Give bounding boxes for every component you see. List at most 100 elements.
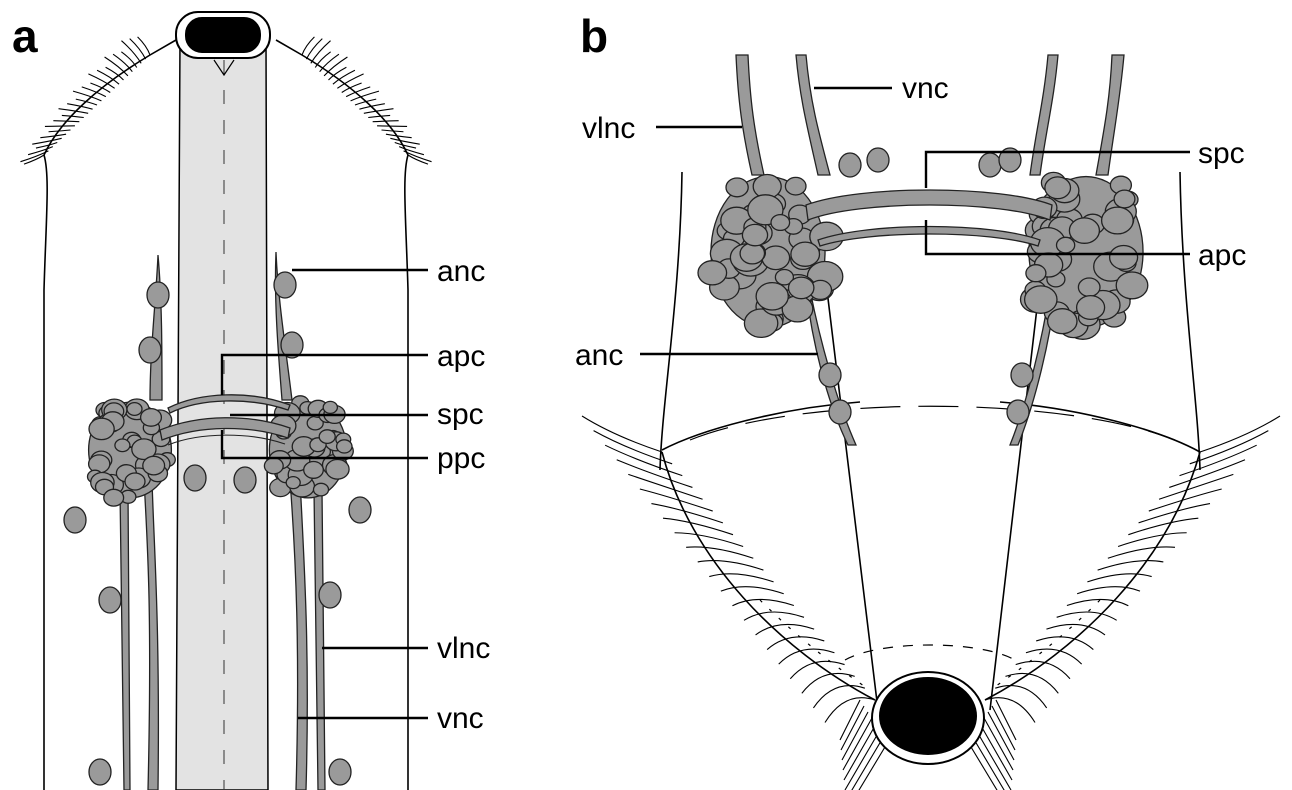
neuron-cell: [789, 277, 814, 299]
cilium: [399, 147, 424, 155]
panel-b-label-apc: apc: [1198, 239, 1246, 272]
cilium: [1128, 518, 1198, 535]
neuron-cell: [1026, 265, 1046, 282]
cilium: [968, 742, 1009, 790]
cilium: [721, 587, 784, 594]
cilium: [842, 712, 868, 760]
cilium: [582, 416, 662, 452]
cilium: [320, 54, 339, 71]
cilium: [59, 109, 89, 114]
cilium: [306, 39, 322, 60]
neuron-cell: [726, 178, 748, 197]
cilium: [988, 712, 1014, 760]
neuron-cell: [264, 458, 283, 474]
neuron-cell: [839, 153, 861, 177]
neuron-cell: [829, 400, 851, 424]
neuron-cell: [127, 403, 142, 416]
cilium: [390, 138, 419, 144]
neuron-cell: [143, 456, 165, 475]
panel-b: b vnc vlnc: [575, 10, 1280, 790]
cilium: [1190, 431, 1269, 464]
cilium: [377, 126, 407, 127]
cilium: [76, 99, 97, 105]
neuron-cell: [1102, 207, 1134, 234]
panel-b-pharynx-outline: [662, 282, 1200, 710]
panel-a: a: [12, 10, 490, 790]
panel-a-label-apc: apc: [437, 340, 485, 373]
cilium: [985, 698, 1035, 723]
cilium: [698, 561, 764, 571]
panel-b-spc: [806, 190, 1052, 220]
panel-b-vlnc-right: [1096, 55, 1124, 175]
neuron-cell: [819, 363, 841, 387]
neuron-cell: [184, 465, 206, 491]
cilium: [45, 126, 75, 127]
cilium: [368, 115, 390, 117]
cilium: [709, 574, 773, 582]
neuron-cell: [756, 283, 788, 310]
cilium: [847, 742, 888, 790]
cilium: [113, 54, 132, 71]
cilium: [845, 730, 880, 790]
cilium: [1180, 445, 1257, 475]
neuron-cell: [319, 430, 335, 444]
cilium: [651, 504, 722, 523]
cilium: [355, 99, 376, 105]
cilium: [1057, 612, 1117, 620]
panel-a-label-anc: anc: [437, 255, 485, 288]
neuron-cell: [234, 467, 256, 493]
cilium: [53, 121, 79, 122]
cilium: [992, 706, 1015, 750]
neuron-cell: [349, 497, 371, 523]
panel-a-label-spc: spc: [437, 398, 484, 431]
cilium: [844, 724, 876, 780]
panel-a-anc-left: [150, 255, 162, 400]
cilium: [324, 57, 347, 76]
neuron-cell: [1078, 278, 1100, 296]
neuron-cell: [771, 215, 790, 231]
cilium: [105, 57, 128, 76]
cilium: [1077, 587, 1140, 594]
neuron-cell: [1114, 190, 1135, 208]
cilium: [1046, 624, 1105, 634]
cilium: [605, 445, 682, 475]
neuron-cell: [791, 242, 820, 266]
neuron-cell: [274, 272, 296, 298]
neuron-cell: [326, 460, 349, 480]
cilium: [138, 37, 150, 55]
neuron-cell: [742, 224, 767, 245]
cilium: [1118, 533, 1187, 547]
neuron-cell: [89, 759, 111, 785]
neuron-cell: [1025, 286, 1057, 313]
cilium: [1087, 574, 1151, 582]
cilium: [364, 109, 394, 114]
neuron-cell: [1057, 237, 1075, 253]
cilium: [130, 39, 146, 60]
cilium: [1200, 416, 1280, 452]
neuron-cell: [304, 462, 324, 479]
panel-b-vnc-right: [1030, 55, 1058, 175]
cilium: [32, 138, 61, 144]
neuron-cell: [323, 401, 337, 413]
panel-b-vnc-left: [796, 55, 830, 175]
neuron-cell: [1077, 296, 1105, 320]
cilium: [756, 624, 815, 634]
neuron-cell: [1045, 177, 1071, 199]
cilium: [1098, 561, 1164, 571]
neuron-cell: [1011, 363, 1033, 387]
cilium: [28, 147, 53, 155]
neuron-cell: [762, 246, 790, 270]
panel-a-vlnc-left: [120, 490, 130, 790]
panel-b-label-vlnc: vlnc: [582, 112, 635, 145]
cilium: [995, 686, 1046, 708]
panel-b-label-spc: spc: [1198, 137, 1245, 170]
panel-a-label-vlnc: vlnc: [437, 632, 490, 665]
cilium: [1108, 547, 1175, 558]
neuron-cell: [1116, 272, 1148, 299]
neuron-cell: [64, 507, 86, 533]
panel-b-apc: [818, 227, 1040, 247]
neuron-cell: [141, 409, 162, 427]
neuron-cell: [1007, 400, 1029, 424]
panel-a-label-vnc: vnc: [437, 702, 484, 735]
neuron-cell: [314, 483, 329, 496]
